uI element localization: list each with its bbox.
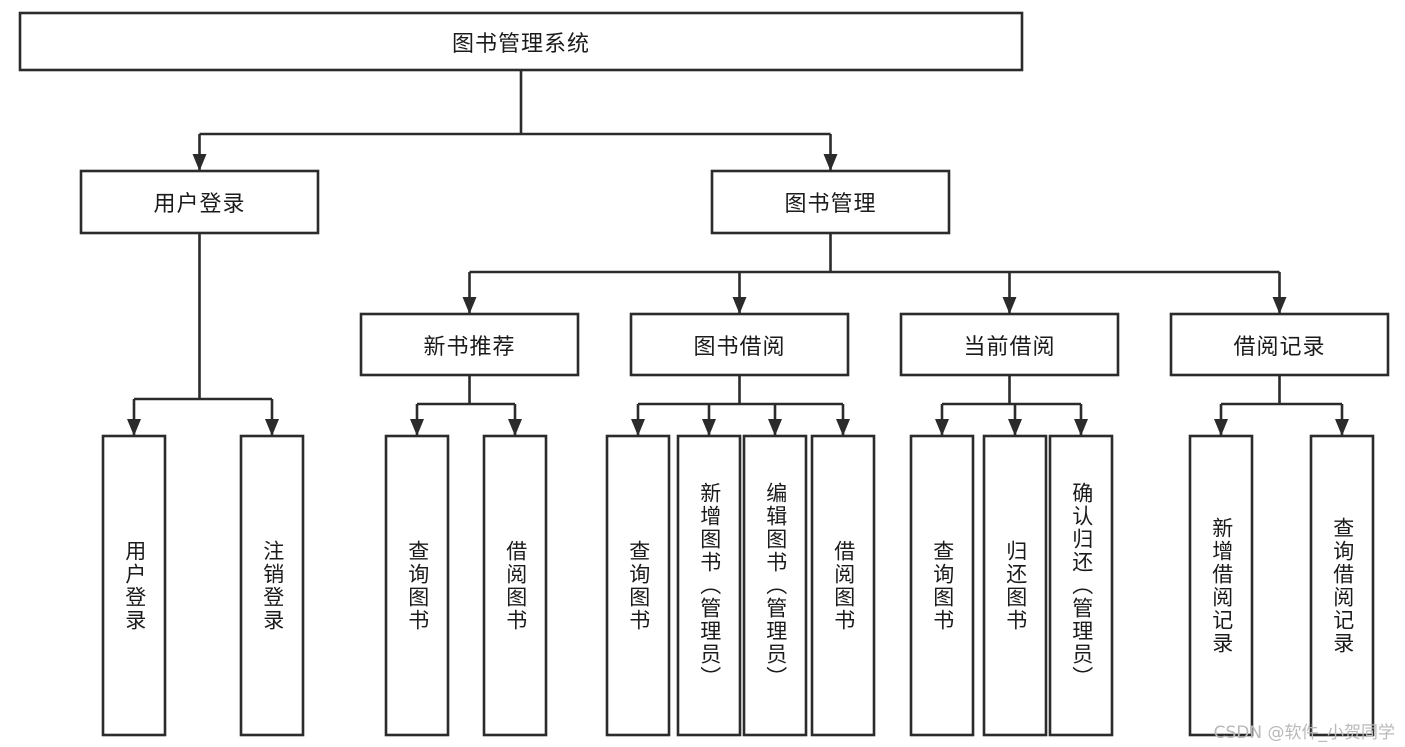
node-leaf-3[interactable] xyxy=(482,434,548,737)
node-level2-0[interactable] xyxy=(79,169,320,235)
arrow-head-icon xyxy=(1008,419,1022,436)
node-leaf-5[interactable] xyxy=(676,434,742,737)
connector-layer xyxy=(127,70,1349,436)
arrow-head-icon xyxy=(823,154,838,171)
arrow-head-icon xyxy=(768,419,782,436)
node-leaf-10[interactable] xyxy=(1048,434,1114,737)
arrow-head-icon xyxy=(192,154,207,171)
node-leaf-12[interactable] xyxy=(1309,434,1375,737)
node-leaf-2[interactable] xyxy=(384,434,450,737)
arrow-head-icon xyxy=(631,419,645,436)
node-leaf-4[interactable] xyxy=(605,434,671,737)
arrow-head-icon xyxy=(508,419,522,436)
node-root[interactable] xyxy=(18,11,1024,72)
node-leaf-0[interactable] xyxy=(101,434,167,737)
arrow-head-icon xyxy=(1272,297,1287,314)
arrow-head-icon xyxy=(702,419,716,436)
node-level3-0[interactable] xyxy=(359,312,580,377)
node-leaf-1[interactable] xyxy=(239,434,305,737)
node-level3-1[interactable] xyxy=(629,312,850,377)
arrow-head-icon xyxy=(836,419,850,436)
arrow-head-icon xyxy=(1002,297,1017,314)
node-level3-3[interactable] xyxy=(1169,312,1390,377)
arrow-head-icon xyxy=(935,419,949,436)
arrow-head-icon xyxy=(1214,419,1228,436)
arrow-head-icon xyxy=(462,297,477,314)
node-level2-1[interactable] xyxy=(710,169,951,235)
node-level3-2[interactable] xyxy=(899,312,1120,377)
node-leaf-8[interactable] xyxy=(909,434,975,737)
node-leaf-6[interactable] xyxy=(742,434,808,737)
arrow-head-icon xyxy=(127,419,141,436)
arrow-head-icon xyxy=(1074,419,1088,436)
node-box-layer xyxy=(18,11,1390,737)
arrow-head-icon xyxy=(410,419,424,436)
node-leaf-11[interactable] xyxy=(1188,434,1254,737)
node-leaf-9[interactable] xyxy=(982,434,1048,737)
arrow-head-icon xyxy=(732,297,747,314)
arrow-head-icon xyxy=(265,419,279,436)
node-leaf-7[interactable] xyxy=(810,434,876,737)
arrow-head-icon xyxy=(1335,419,1349,436)
